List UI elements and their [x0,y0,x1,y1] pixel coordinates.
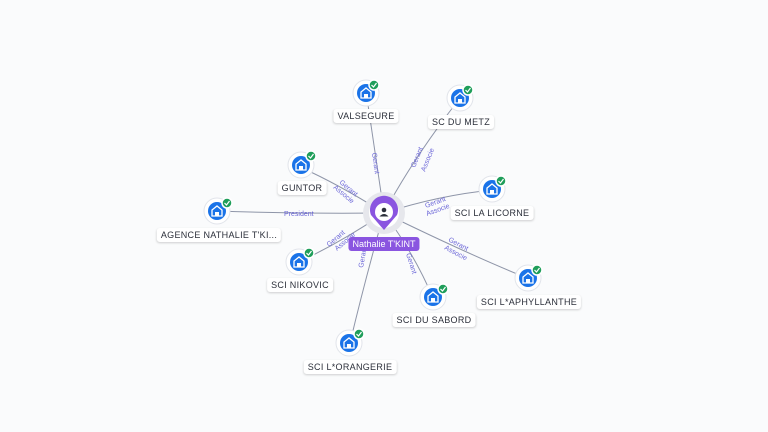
company-label[interactable]: SCI L*APHYLLANTHE [476,295,582,309]
active-check-icon [353,328,365,340]
active-check-icon [305,150,317,162]
company-label[interactable]: SC DU METZ [428,115,494,129]
center-person-node[interactable] [363,192,405,234]
edge-role-label: Gerant [358,246,369,268]
company-label[interactable]: SCI NIKOVIC [267,278,333,292]
active-check-icon [303,247,315,259]
company-node-scilorangerie[interactable] [335,328,365,357]
company-label[interactable]: AGENCE NATHALIE T'KI... [156,228,282,242]
company-node-scilalicorne[interactable] [478,175,507,203]
center-person-label[interactable]: Nathalie T'KINT [348,237,420,251]
active-check-icon [462,84,474,96]
company-node-sciaphyll[interactable] [514,264,543,292]
company-label[interactable]: GUNTOR [277,181,327,195]
active-check-icon [437,283,449,295]
active-check-icon [495,175,507,187]
edge-role-label: Gerant [404,252,417,275]
company-node-scidusabord[interactable] [419,283,449,311]
active-check-icon [368,79,380,91]
company-label[interactable]: SCI DU SABORD [392,313,476,327]
company-node-scdumetz[interactable] [446,84,474,112]
company-label[interactable]: SCI L*ORANGERIE [303,360,397,374]
company-node-scinikovic[interactable] [285,247,315,276]
person-icon [379,207,389,217]
company-node-valsegure[interactable] [352,79,380,107]
active-check-icon [221,197,233,209]
company-node-agence[interactable] [203,197,233,225]
edge-role-label: Gerant [370,152,380,174]
company-label[interactable]: SCI LA LICORNE [450,206,534,220]
edge-role-label: President [284,211,314,218]
edge-sciaphyll [383,212,528,279]
company-node-guntor[interactable] [287,150,317,179]
active-check-icon [531,264,543,276]
company-label[interactable]: VALSEGURE [333,109,399,123]
